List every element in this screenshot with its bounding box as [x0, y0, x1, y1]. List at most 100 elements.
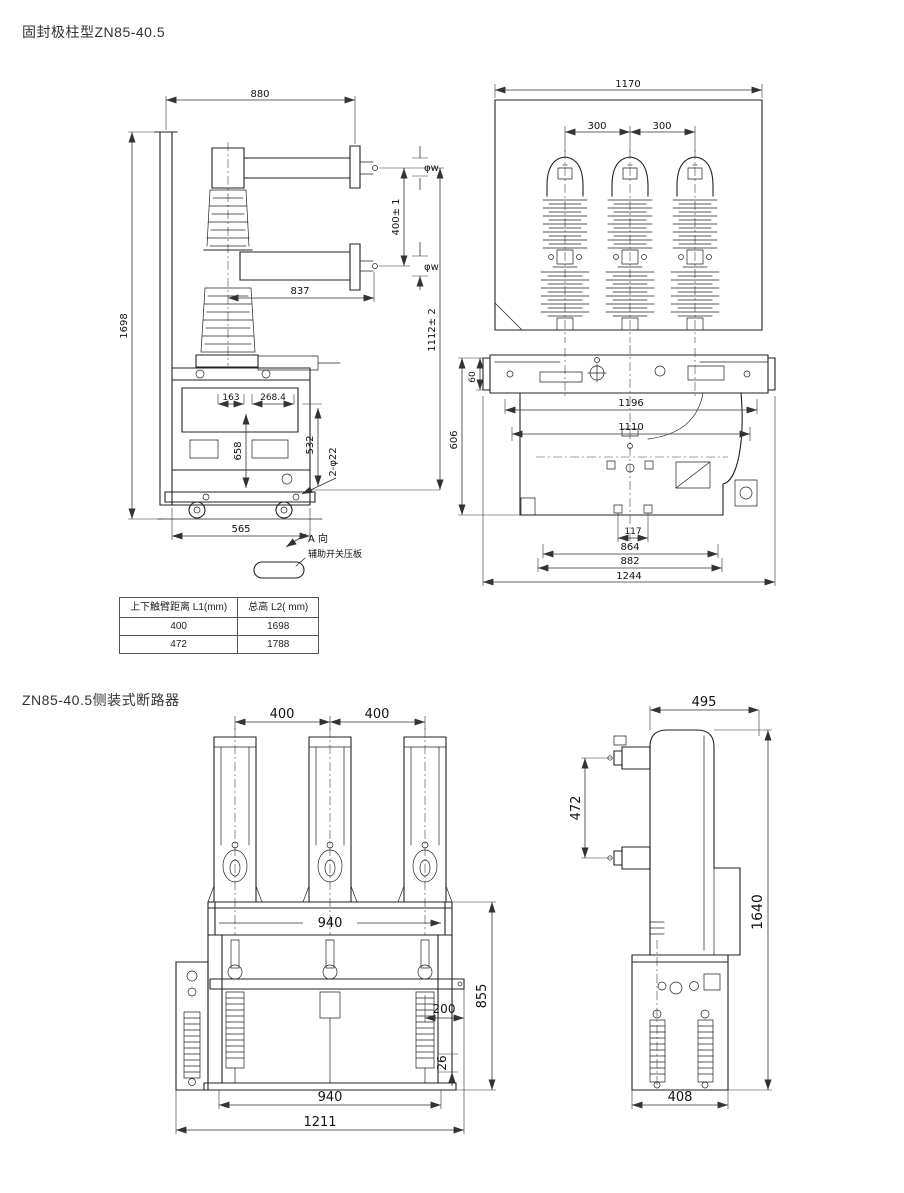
base-hole	[292, 493, 300, 501]
middle-bolt-end	[372, 263, 378, 269]
wheel-left-hub	[193, 506, 201, 514]
mech-pivot	[195, 369, 205, 379]
top-sensor-block	[613, 735, 627, 746]
pole-2	[605, 149, 655, 344]
center-pin	[627, 443, 633, 449]
dim-label-472: 472	[569, 796, 584, 821]
dim-label-1640: 1640	[750, 894, 766, 930]
drawing-breaker-side-view: 495 472 1640 408	[569, 695, 772, 1109]
breaker-front-structure	[175, 727, 465, 1091]
body-details	[520, 428, 758, 516]
pole2-linkage	[319, 939, 341, 1084]
dim-label-940-beam: 940	[318, 916, 343, 931]
upper-arm	[211, 145, 361, 189]
mech-pivot	[657, 981, 667, 991]
dim-label-408: 408	[668, 1090, 693, 1105]
panel-corner-cut	[494, 302, 523, 331]
pole1-spring	[225, 991, 245, 1069]
breaker-front-dimensions: 400 400 940 855 200 26 940 1211	[175, 707, 496, 1134]
side-mechanism-box	[631, 954, 729, 1091]
mechanism-box	[171, 367, 311, 506]
side-body-lines	[649, 735, 715, 956]
mech-pivot	[186, 970, 198, 982]
pole-3	[670, 149, 720, 344]
pole1-roller	[227, 964, 243, 980]
dim-label-1170: 1170	[615, 79, 640, 90]
wheel-right-hub	[280, 506, 288, 514]
mech-pin	[188, 1078, 196, 1086]
upper-terminal	[613, 746, 651, 770]
body-outline	[519, 392, 743, 516]
breaker-pole-2	[302, 727, 358, 936]
side-body-outline	[649, 729, 741, 956]
dim-label-565: 565	[231, 524, 250, 535]
dim-label-1211: 1211	[303, 1115, 336, 1130]
section1-title: 固封极柱型ZN85-40.5	[22, 24, 166, 40]
dim-label-1112: 1112± 2	[427, 308, 438, 351]
hole-leader	[301, 477, 337, 495]
chassis-bolt	[506, 370, 514, 378]
mech-pivot	[187, 987, 197, 997]
contact-arm-spec-table: 上下触臂距离 L1(mm) 总高 L2( mm) 400 1698 472 17…	[118, 597, 320, 654]
wheel-right	[275, 501, 293, 519]
spec-cell-l1: 472	[118, 635, 239, 654]
upper-terminal-bolt	[359, 161, 374, 175]
pole-flange	[195, 354, 259, 368]
aux-switch-label: 辅助开关压板	[308, 548, 362, 560]
pole-1	[540, 149, 590, 344]
dim-label-117: 117	[624, 527, 641, 537]
dim-label-phiw-top: φw	[424, 163, 439, 174]
dim-label-658: 658	[233, 441, 244, 460]
pole-front-dimensions: 1170 300 300 60 606 1196 1110 117 864 88…	[449, 79, 776, 586]
spring-pin	[653, 1081, 661, 1089]
pole2-roller	[322, 964, 338, 980]
bellows-upper	[206, 189, 250, 247]
spec-row: 400 1698	[118, 617, 320, 636]
middle-arm	[203, 243, 361, 291]
dim-label-268: 268.4	[260, 393, 286, 403]
dim-label-855: 855	[475, 984, 490, 1009]
dim-label-864: 864	[620, 542, 639, 553]
dim-label-882: 882	[620, 556, 639, 567]
mech-pivot	[689, 981, 699, 991]
center-pin	[625, 463, 635, 473]
pole-side-structure	[154, 131, 378, 579]
spring-pin	[701, 1081, 709, 1089]
dim-label-400a: 400	[270, 707, 295, 722]
frame-column	[154, 131, 178, 506]
dim-label-1196: 1196	[618, 398, 643, 409]
breaker-side-dimensions: 495 472 1640 408	[569, 695, 772, 1109]
drawing-breaker-front-view: 400 400 940 855 200 26 940 1211	[175, 707, 496, 1134]
body-centerlines	[536, 345, 728, 548]
drive-shaft	[209, 978, 465, 990]
dim-label-837: 837	[290, 286, 309, 297]
pole-side-dimensions: 880 1698 837 400± 1 φw φw 1112± 2 163 26…	[119, 89, 444, 567]
base-hole	[202, 493, 210, 501]
upper-bolt-end	[372, 165, 378, 171]
panel-outline	[494, 99, 763, 331]
drawing-pole-front-view: 1170 300 300 60 606 1196 1110 117 864 88…	[449, 79, 776, 586]
dim-label-300b: 300	[652, 121, 671, 132]
a-view-arrow	[285, 533, 307, 548]
extension-lines	[581, 706, 772, 1109]
breaker-pole-1	[207, 727, 263, 936]
chassis-hub	[654, 365, 666, 377]
left-mechanism-box	[175, 961, 209, 1091]
dim-label-1110: 1110	[618, 422, 643, 433]
aux-leader	[295, 557, 306, 567]
shaft-end-pin	[457, 981, 463, 987]
dim-label-300a: 300	[587, 121, 606, 132]
extension-lines	[128, 96, 444, 540]
spring-pin	[700, 1009, 710, 1019]
pole3-roller	[417, 964, 433, 980]
chassis	[482, 354, 776, 394]
left-spring	[183, 1011, 201, 1079]
a-view-label: A 向	[308, 532, 328, 545]
dim-label-940-bottom: 940	[318, 1090, 343, 1105]
mech-pivot	[261, 369, 271, 379]
breaker-side-structure	[607, 729, 741, 1091]
spring-pin	[652, 1009, 662, 1019]
chassis-mark	[594, 357, 600, 363]
middle-terminal-bolt	[359, 260, 374, 272]
